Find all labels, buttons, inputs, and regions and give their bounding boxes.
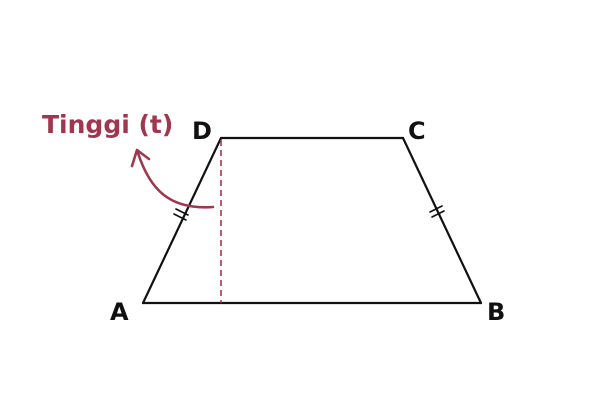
tick-ad-1 xyxy=(175,208,189,216)
tick-bc-2 xyxy=(431,210,445,218)
side-bc xyxy=(401,136,483,305)
height-label: Tinggi (t) xyxy=(42,110,173,139)
vertex-label-c: C xyxy=(408,117,426,145)
height-annotation-arrow xyxy=(130,148,215,209)
vertex-label-d: D xyxy=(192,117,212,145)
arrow-head xyxy=(130,148,151,168)
vertex-label-a: A xyxy=(110,298,129,326)
tick-bc-1 xyxy=(429,205,443,213)
vertex-label-b: B xyxy=(487,298,505,326)
arrow-curve xyxy=(136,151,215,209)
tick-ad-2 xyxy=(173,213,187,221)
equal-side-ticks xyxy=(173,205,445,221)
side-ad xyxy=(141,136,223,305)
trapezoid-shape xyxy=(141,136,483,305)
